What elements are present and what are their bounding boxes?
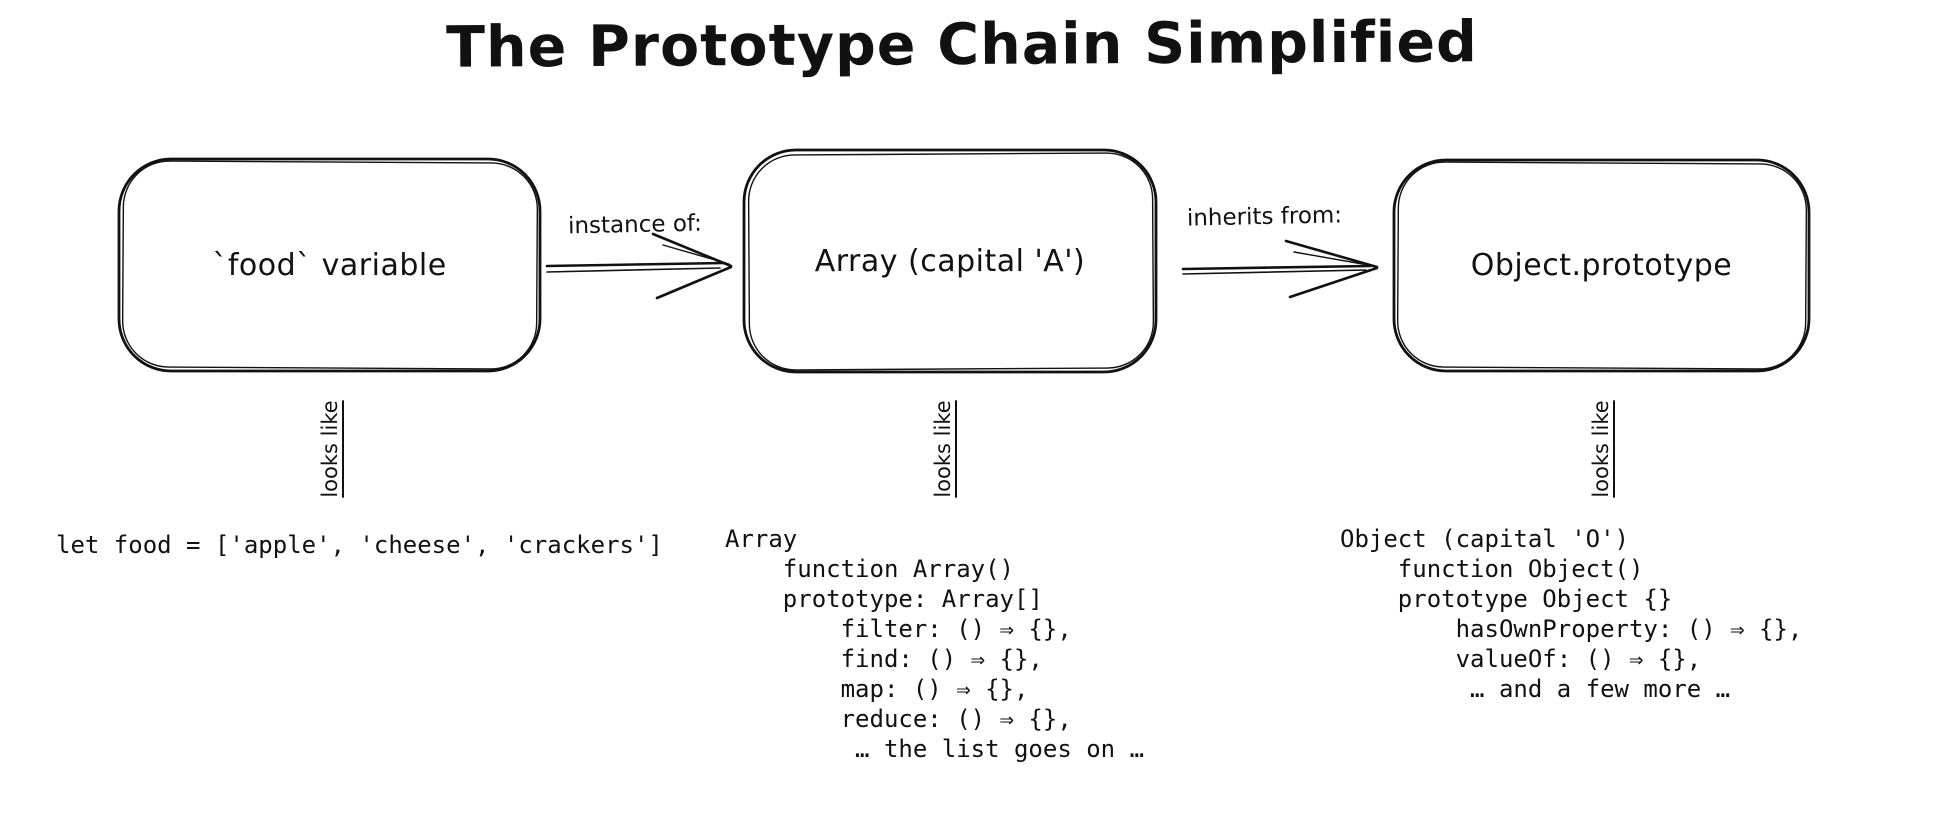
object-prototype-box (1392, 158, 1811, 373)
inherits-from-arrow (1181, 239, 1379, 299)
instance-of-arrow (545, 232, 733, 300)
looks-like-label-array: looks like (931, 400, 955, 498)
instance-of-arrow-label: instance of: (567, 210, 703, 240)
food-variable-label: `food` variable (212, 247, 447, 283)
array-box (742, 148, 1158, 374)
array-label: Array (capital 'A') (814, 243, 1086, 279)
object-prototype-label: Object.prototype (1470, 248, 1733, 283)
food-code-block: let food = ['apple', 'cheese', 'crackers… (56, 531, 663, 559)
food-variable-box (117, 157, 542, 373)
inherits-from-arrow-label: inherits from: (1186, 202, 1343, 232)
page-title: The Prototype Chain Simplified (446, 9, 1478, 81)
array-code-block: Array function Array() prototype: Array[… (725, 525, 1145, 763)
looks-like-label-food: looks like (318, 400, 342, 498)
object-code-block: Object (capital 'O') function Object() p… (1340, 525, 1803, 703)
looks-like-label-object: looks like (1589, 400, 1613, 498)
